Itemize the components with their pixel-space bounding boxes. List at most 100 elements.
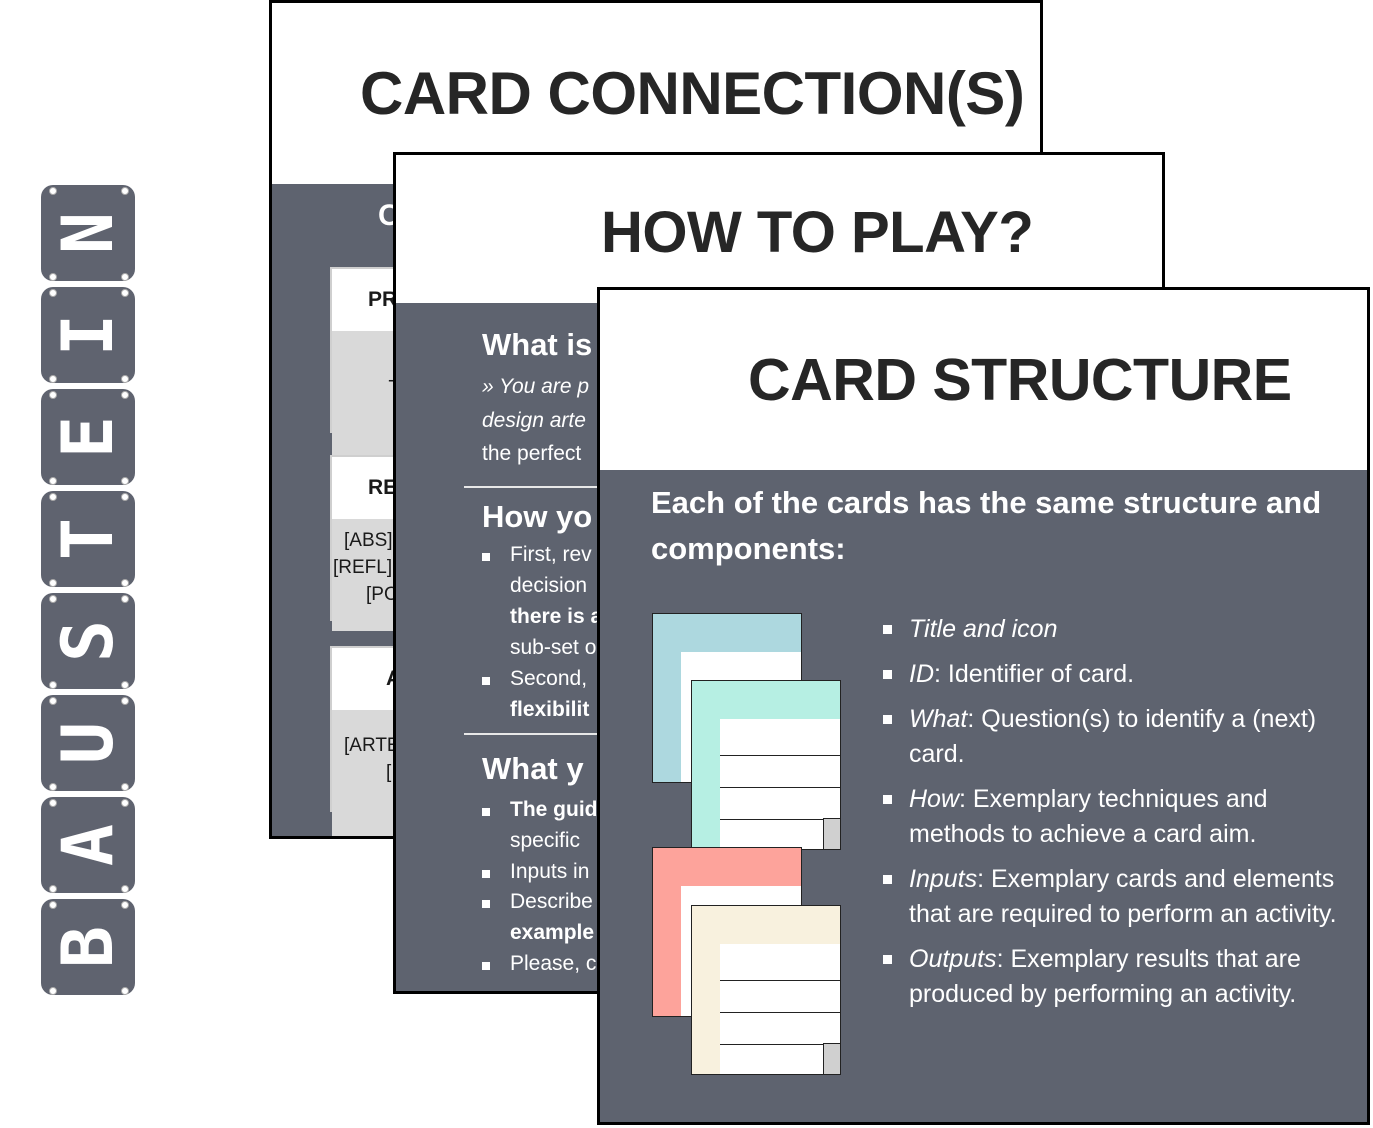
bullet-text: sub-set o [510, 636, 597, 659]
logo-ring [121, 391, 129, 399]
logo-letter: U [47, 721, 129, 765]
component-item: Outputs: Exemplary results that are prod… [883, 942, 1353, 1012]
card-structure: CARD STRUCTURE Each of the cards has the… [597, 287, 1370, 1125]
section-text: the perfect [482, 442, 582, 465]
mini-card-body [720, 719, 840, 849]
bullet-text: First, rev [510, 543, 592, 566]
logo-letter-tile: U [41, 695, 135, 791]
logo-letter-tile: S [41, 593, 135, 689]
box-line: [ABS] [344, 530, 393, 551]
card-title: CARD STRUCTURE [748, 347, 1292, 413]
logo-letter: S [47, 619, 129, 663]
component-item: How: Exemplary techniques and methods to… [883, 782, 1353, 852]
logo-ring [121, 681, 129, 689]
bullet-text: The guid [510, 798, 598, 822]
box-line: [ [386, 762, 392, 783]
component-text: : Question(s) to identify a (next) card. [909, 705, 1317, 768]
logo-ring [49, 697, 57, 705]
card-header: HOW TO PLAY? [396, 155, 1162, 303]
component-label: Outputs [909, 945, 997, 973]
bullet-text-strong: The guid [510, 798, 598, 821]
mini-card-row [720, 1044, 840, 1045]
box-line: [REFL] [333, 557, 393, 578]
section-heading: How yo [482, 499, 593, 534]
logo-ring [121, 273, 129, 281]
logo-ring [49, 681, 57, 689]
baustein-logo: N I E T S U A B [41, 185, 135, 1001]
logo-ring [121, 477, 129, 485]
logo-ring [121, 783, 129, 791]
logo-letter: A [47, 823, 129, 867]
card-header: CARD STRUCTURE [600, 290, 1367, 470]
card-intro: Each of the cards has the same structure… [651, 485, 1322, 566]
logo-ring [49, 987, 57, 995]
logo-letter-tile: A [41, 797, 135, 893]
logo-ring [49, 783, 57, 791]
mini-card-row [720, 755, 840, 756]
component-label: How [909, 785, 960, 813]
logo-letter: T [47, 517, 129, 561]
logo-ring [121, 987, 129, 995]
logo-ring [49, 273, 57, 281]
logo-ring [121, 375, 129, 383]
box-line: [ARTE [344, 735, 400, 756]
component-label: ID [909, 660, 934, 688]
logo-letter-tile: T [41, 491, 135, 587]
mini-card-corner [823, 1043, 840, 1074]
logo-letter: N [47, 211, 129, 255]
logo-ring [49, 885, 57, 893]
logo-ring [49, 375, 57, 383]
logo-letter: I [47, 313, 129, 357]
logo-ring [49, 289, 57, 297]
bullet-text: Inputs in [510, 860, 590, 883]
logo-ring [49, 595, 57, 603]
bullet-text: Second, [510, 667, 588, 690]
logo-ring [49, 477, 57, 485]
section-heading: What is [482, 327, 593, 362]
component-item: Inputs: Exemplary cards and elements tha… [883, 862, 1353, 932]
box-line: [PO [366, 584, 399, 605]
mini-card-corner [823, 818, 840, 849]
mini-card-row [720, 787, 840, 788]
card-title: HOW TO PLAY? [601, 199, 1034, 265]
component-item: What: Question(s) to identify a (next) c… [883, 702, 1353, 772]
logo-letter: B [47, 925, 129, 969]
logo-ring [121, 885, 129, 893]
section-text: design arte [482, 409, 586, 432]
logo-ring [49, 493, 57, 501]
logo-ring [49, 901, 57, 909]
component-item: ID: Identifier of card. [883, 657, 1353, 692]
card-title: CARD CONNECTION(S) [360, 60, 1025, 127]
logo-ring [121, 595, 129, 603]
mini-card-row [720, 819, 840, 820]
logo-ring [49, 579, 57, 587]
mini-card-row [720, 1012, 840, 1013]
bullet-text: decision [510, 574, 588, 597]
logo-ring [49, 187, 57, 195]
logo-ring [121, 901, 129, 909]
bullet-text: specific [510, 829, 581, 852]
logo-letter: E [47, 415, 129, 459]
component-label: Inputs [909, 865, 978, 893]
logo-letter-tile: N [41, 185, 135, 281]
logo-ring [49, 391, 57, 399]
component-item: Title and icon [883, 612, 1353, 647]
logo-ring [121, 579, 129, 587]
bullet-text: Describe [510, 890, 593, 913]
logo-ring [121, 799, 129, 807]
bullet-text: Please, c [510, 952, 597, 975]
component-text: : Identifier of card. [934, 660, 1135, 688]
logo-ring [121, 289, 129, 297]
component-text: : Exemplary techniques and methods to ac… [909, 785, 1268, 848]
section-heading: What y [482, 751, 584, 786]
mini-card-illustration [691, 905, 841, 1075]
bullet-text: there is a [510, 605, 603, 628]
component-text: : Exemplary results that are produced by… [909, 945, 1301, 1008]
component-label: What [909, 705, 968, 733]
logo-ring [121, 187, 129, 195]
logo-letter-tile: E [41, 389, 135, 485]
logo-letter-tile: I [41, 287, 135, 383]
mini-card-body [720, 944, 840, 1074]
section-text: » You are p [482, 375, 590, 398]
logo-ring [121, 493, 129, 501]
